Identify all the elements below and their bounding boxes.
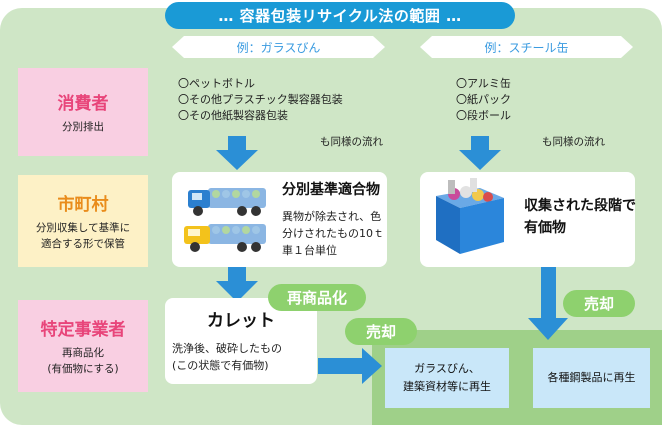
list-item: 〇紙パック: [456, 92, 511, 106]
cullet-desc-line: 洗浄後、破砕したもの: [172, 342, 282, 355]
glass-mid-desc-line: 分けされたもの10ｔ: [282, 227, 384, 241]
cullet-desc-line: (この状態で有価物): [172, 359, 269, 373]
list-item: 〇段ボール: [456, 108, 511, 122]
collection-box-icon: [436, 178, 504, 254]
list-item: 〇その他プラスチック製容器包装: [178, 92, 343, 106]
steel-mid-title-line: 収集された段階で: [524, 198, 636, 214]
business-box: 特定事業者 再商品化 (有価物にする): [18, 300, 148, 392]
glass-final-line: 建築資材等に再生: [403, 380, 491, 393]
list-item: 〇その他紙製容器包装: [178, 108, 288, 122]
arrow-down-icon: [216, 265, 258, 302]
glass-mid-desc: 異物が除去され、色 分けされたもの10ｔ 車１台単位: [282, 208, 386, 259]
municipality-box: 市町村 分別収集して基準に 適合する形で保管: [18, 175, 148, 267]
glass-mid-desc-line: 異物が除去され、色: [282, 210, 382, 223]
steel-final-line: 各種鋼製品に再生: [547, 371, 636, 385]
glass-item-list: 〇ペットボトル 〇その他プラスチック製容器包装 〇その他紙製容器包装: [178, 76, 388, 124]
consumer-title: 消費者: [57, 93, 109, 114]
arrow-down-icon: [216, 136, 258, 170]
municipality-title: 市町村: [57, 195, 109, 216]
steel-sale-label: 売却: [563, 290, 635, 317]
example-steel-header: 例：スチール缶: [420, 36, 633, 58]
glass-mid-title: 分別基準適合物: [282, 182, 380, 198]
cullet-card: [165, 298, 317, 384]
list-item: 〇ペットボトル: [178, 77, 255, 90]
steel-final-box: 各種鋼製品に再生: [533, 348, 650, 408]
municipality-desc-line: 分別収集して基準に: [35, 222, 131, 235]
cullet-desc: 洗浄後、破砕したもの (この状態で有価物): [172, 340, 317, 374]
municipality-desc: 分別収集して基準に 適合する形で保管: [36, 221, 130, 251]
example-glass-header: 例：ガラスびん: [172, 36, 385, 58]
cullet-title: カレット: [207, 311, 275, 331]
recycle-label: 再商品化: [268, 284, 366, 311]
truck-icon: [184, 188, 266, 252]
steel-mid-title: 収集された段階で 有価物: [524, 196, 636, 239]
arrow-down-icon: [528, 265, 568, 340]
glass-final-box: ガラスびん、 建築資材等に再生: [385, 348, 509, 408]
consumer-box: 消費者 分別排出: [18, 68, 148, 156]
steel-same-flow-note: も同様の流れ: [542, 136, 605, 148]
business-title: 特定事業者: [40, 320, 126, 341]
glass-mid-desc-line: 車１台単位: [282, 244, 337, 258]
glass-sale-label: 売却: [345, 318, 417, 345]
steel-item-list: 〇アルミ缶 〇紙パック 〇段ボール: [456, 76, 606, 124]
diagram-title: … 容器包装リサイクル法の範囲 …: [165, 2, 515, 29]
steel-mid-title-line: 有価物: [524, 219, 566, 236]
consumer-desc: 分別排出: [62, 120, 104, 133]
glass-municipality-card: [172, 172, 387, 267]
list-item: 〇アルミ缶: [456, 77, 511, 90]
business-desc: 再商品化 (有価物にする): [47, 346, 118, 376]
business-desc-line: 再商品化: [62, 347, 104, 360]
municipality-desc-line: 適合する形で保管: [41, 237, 125, 250]
arrow-down-icon: [459, 136, 501, 170]
business-desc-line: (有価物にする): [47, 362, 119, 375]
glass-final-line: ガラスびん、: [414, 362, 480, 376]
arrow-right-icon: [318, 348, 382, 384]
glass-same-flow-note: も同様の流れ: [320, 136, 383, 148]
